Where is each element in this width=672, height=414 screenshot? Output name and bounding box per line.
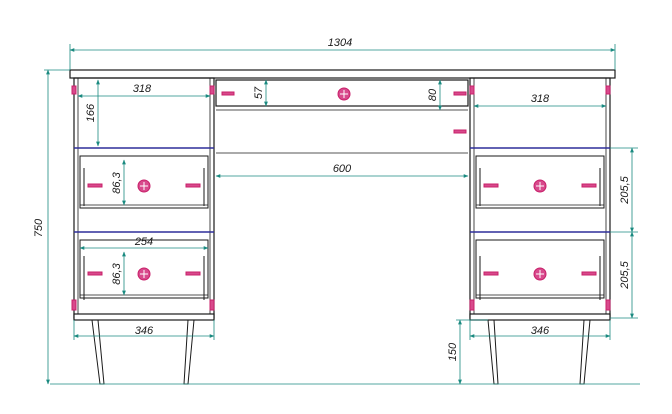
dim-pedestal-width-right: 346 <box>531 325 550 337</box>
dim-drawer-pitch-upper: 205,5 <box>619 175 631 204</box>
right-lower-drawer <box>475 239 605 299</box>
dimension-lines <box>44 44 638 385</box>
shelves <box>74 147 610 233</box>
center-drawer <box>215 79 469 107</box>
dim-knee-opening: 600 <box>333 163 352 175</box>
leg <box>487 319 499 385</box>
left-upper-drawer <box>79 155 209 209</box>
leg <box>91 319 105 385</box>
fasteners <box>71 85 611 311</box>
leg <box>183 319 195 385</box>
dim-overall-width: 1304 <box>328 37 352 49</box>
left-lower-drawer <box>79 239 209 299</box>
handle-icon <box>137 267 151 281</box>
dim-drawer-front-upper: 86,3 <box>111 171 123 193</box>
handle-icon <box>533 179 547 193</box>
dim-drawer-front-lower: 86,3 <box>111 262 123 284</box>
right-pedestal <box>469 77 611 319</box>
leg <box>579 319 591 385</box>
dim-pedestal-width-left: 346 <box>135 325 154 337</box>
handle-icon <box>337 87 351 101</box>
dim-leg-height: 150 <box>447 342 459 361</box>
right-upper-drawer <box>475 155 605 209</box>
dim-center-drawer-height: 57 <box>253 86 265 99</box>
dim-drawer-width: 254 <box>134 236 153 248</box>
dim-center-rail-height: 80 <box>427 88 439 101</box>
dim-pedestal-inner-left: 318 <box>133 83 152 95</box>
dimension-labels: 1304 750 318 318 166 57 80 600 86,3 86,3… <box>33 37 631 361</box>
legs <box>91 319 591 385</box>
desk-body <box>69 69 616 321</box>
dim-overall-height: 750 <box>33 218 45 237</box>
handle-icon <box>533 267 547 281</box>
dim-drawer-pitch-lower: 205,5 <box>619 260 631 289</box>
table-top <box>69 69 616 79</box>
screw-icon <box>71 85 611 311</box>
pedestal-drawers <box>79 155 605 300</box>
dim-top-shelf-height: 166 <box>85 103 97 122</box>
dim-pedestal-inner-right: 318 <box>531 93 550 105</box>
handle-icon <box>137 179 151 193</box>
